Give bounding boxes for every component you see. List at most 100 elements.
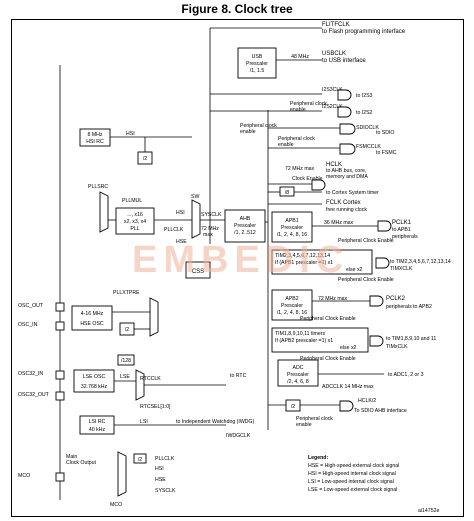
i2s2-out: to I2S2 [356,110,373,116]
legend-title: Legend: [308,455,328,461]
usb-freq: 48 MHz [291,54,309,60]
i2s3-out: to I2S3 [356,93,373,99]
hclk-desc-1: to AHB bus, core, [326,168,366,174]
to-rtc: to RTC [230,373,247,379]
pllsrc-label: PLLSRC [88,184,108,190]
fclk-desc: free running clock [326,207,367,213]
osc32-out-pad [55,391,65,401]
pclk1-label: PCLK1 [392,220,412,226]
watermark: EMBEDIC [132,239,349,281]
figure-ref: ai14752e [418,508,439,514]
hclk2-desc: To SDIO AHB interface [354,408,407,414]
tim1-label-3: else x2 [340,345,357,351]
sdio-enable: Peripheral clock [240,123,277,129]
adc-prescaler-box [277,359,319,387]
pclk2-desc: peripherals to APB2 [386,304,432,310]
mco-bottom: MCO [110,502,122,508]
mco-opt-hsi: HSI [155,466,164,472]
css-label: CSS [192,269,204,275]
fsmc-gate [339,143,356,155]
div128-box [117,354,135,366]
adc-label-1: ADC [293,365,304,371]
fsmc-out: to FSMC [376,150,397,156]
hclk2-label: HCLK/2 [358,398,376,404]
sw-mux [191,199,201,239]
apb1-label-1: APB1 [285,218,298,224]
lse-label: LSE [120,374,130,380]
osc32-in-pin: OSC32_IN [18,371,43,377]
ahb-label-3: /1, 2..512 [234,230,256,236]
sdio-out: to SDIO [376,130,394,136]
rtcsel-mux [135,369,145,401]
apb2-label-1: APB2 [285,296,298,302]
rtcclk-label: RTCCLK [140,376,161,382]
tim1-multiplier-box [271,327,369,353]
i2s3clk-label: I2S3CLK [322,87,343,93]
lse-osc-1: LSE OSC [83,374,106,380]
fsmcclk-label: FSMCCLK [356,144,381,150]
pll-box [115,207,155,235]
mco-div2-box [133,453,147,464]
osc-in-pad [55,321,65,331]
sys-max-2: max [203,232,213,238]
tim1-gate [369,335,384,347]
ahb-prescaler-box [224,209,266,243]
mco-pad [55,472,65,482]
hsi-label-2: HSI [176,210,185,216]
fsmc-enable-2: enable [278,142,294,148]
apb2-prescaler-box [271,289,313,321]
apb1-enable: Peripheral Clock Enable [338,238,394,244]
hclk2-gate [339,400,354,412]
hsi-rc-1: 8 MHz [88,132,103,138]
timxclk-1: TIMXCLK [390,266,413,272]
hclk2-enable: Peripheral clock [296,416,333,422]
fclk-label: FCLK Cortex [326,200,361,206]
ahb-max: 72 MHz max [285,166,315,172]
pll-label-1: ..., x16 [127,212,143,218]
sw-label: SW [191,194,199,200]
apb1-prescaler-box [271,211,313,243]
flitfclk-desc: to Flash programming interface [322,29,406,35]
i2s3-gate [337,89,352,101]
adc-label-3: /2, 4, 6, 8 [287,379,309,385]
apb2-max: 72 MHz max [318,296,348,302]
adc-label-2: Prescaler [287,372,309,378]
fsmc-enable: Peripheral clock [278,136,315,142]
div8-label: /8 [285,190,289,196]
tim2-label-2: If (APB1 prescaler =1) x1 [275,260,333,266]
pclk1-gate [377,220,392,232]
tim1-label-1: TIM1,8,9,10,11 timers [275,331,325,337]
tim1-enable: Peripheral Clock Enable [300,356,356,362]
adc-to: to ADC1, 2 or 3 [388,372,424,378]
lsi-label: LSI [140,419,148,425]
css-box [185,261,211,279]
legend-hse: HSE = High-speed external clock signal [308,463,399,469]
to-iwdg: to Independent Watchdog (IWDG) [176,419,255,425]
pclk2-gate [369,295,384,307]
pclk1-desc-2: peripherals [392,234,418,240]
i2s2-gate [337,106,352,118]
osc-out-pin: OSC_OUT [18,303,44,309]
tim2-gate [375,257,390,269]
tim2-enable: Peripheral Clock Enable [338,277,394,283]
mco-pin: MCO [18,473,30,479]
cortex-timer: to Cortex System timer [326,190,379,196]
div2-sdio-label: /2 [291,404,295,410]
hse-label: HSE [176,239,187,245]
apb1-label-3: /1, 2, 4, 8, 16 [277,232,307,238]
pllmul-label: PLLMUL [122,198,142,204]
flitfclk-label: FLITFCLK [322,22,350,28]
usb-prescaler-label-1: USB [252,54,263,60]
i2s-enable-label-2: enable [290,107,306,113]
usb-prescaler-label-3: /1, 1.5 [250,68,265,74]
legend-lse: LSE = Low-speed external clock signal [308,487,397,493]
usbclk-desc: to USB interface [322,58,366,64]
div8-box [279,186,295,197]
ahb-label-2: Prescaler [234,223,256,229]
hclk-desc-2: memory and DMA [326,174,368,180]
tim2-out: to TIM2,3,4,5,6,7,12,13,14 [390,259,451,265]
clock-enable-label: Clock Enable [292,176,323,182]
diagram-frame [11,19,464,517]
iwdgclk-label: IWDGCLK [226,433,251,439]
